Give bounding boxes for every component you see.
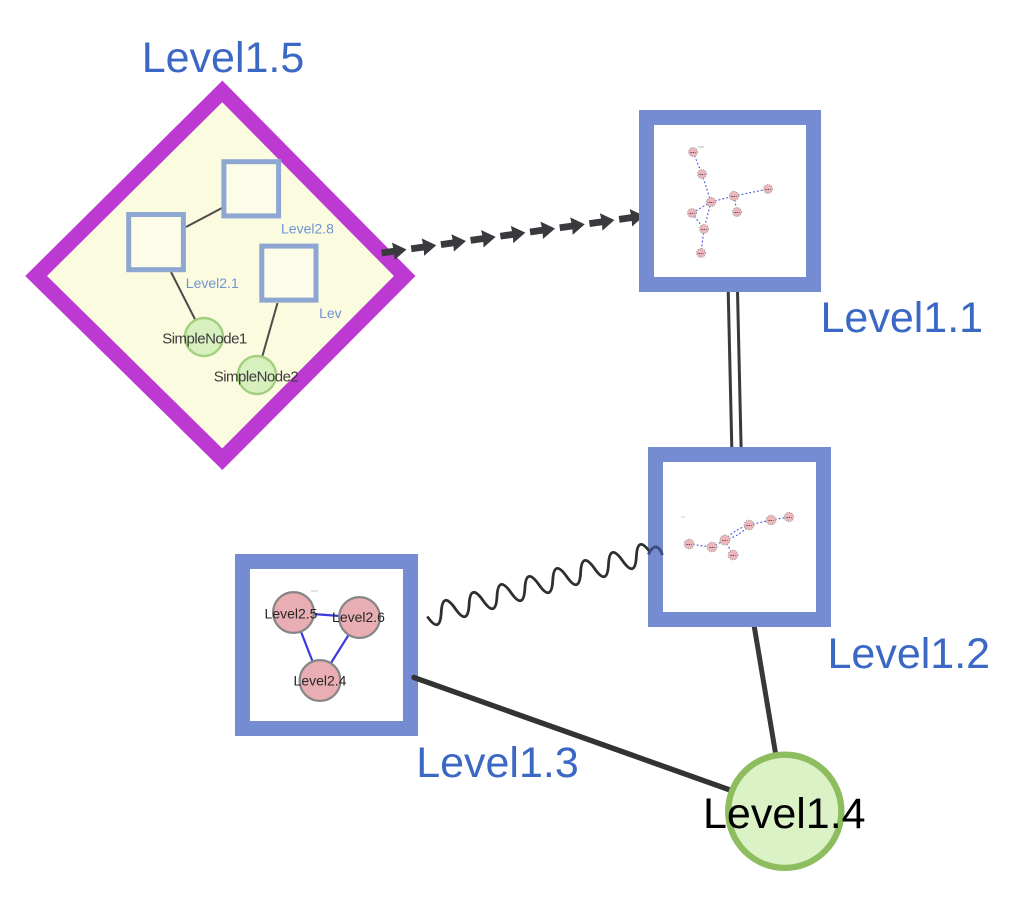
svg-text:Level1.3: Level1.3 [416, 739, 579, 787]
svg-text:Level2.1: Level2.1 [186, 275, 239, 291]
svg-text:Level2.5: Level2.5 [265, 606, 318, 622]
svg-text:Level1.4: Level1.4 [703, 790, 866, 838]
svg-text:Level1.2: Level1.2 [828, 630, 991, 678]
svg-text:Level2.8: Level2.8 [281, 221, 334, 237]
svg-text:Level1.5: Level1.5 [142, 34, 305, 82]
svg-text:SimpleNode2: SimpleNode2 [214, 369, 299, 386]
svg-text:Level2.6: Level2.6 [332, 609, 385, 625]
svg-text:Lev: Lev [319, 305, 342, 321]
svg-text:SimpleNode1: SimpleNode1 [162, 331, 247, 348]
svg-text:Level2.4: Level2.4 [294, 673, 347, 689]
svg-text:Level1.1: Level1.1 [821, 294, 984, 342]
